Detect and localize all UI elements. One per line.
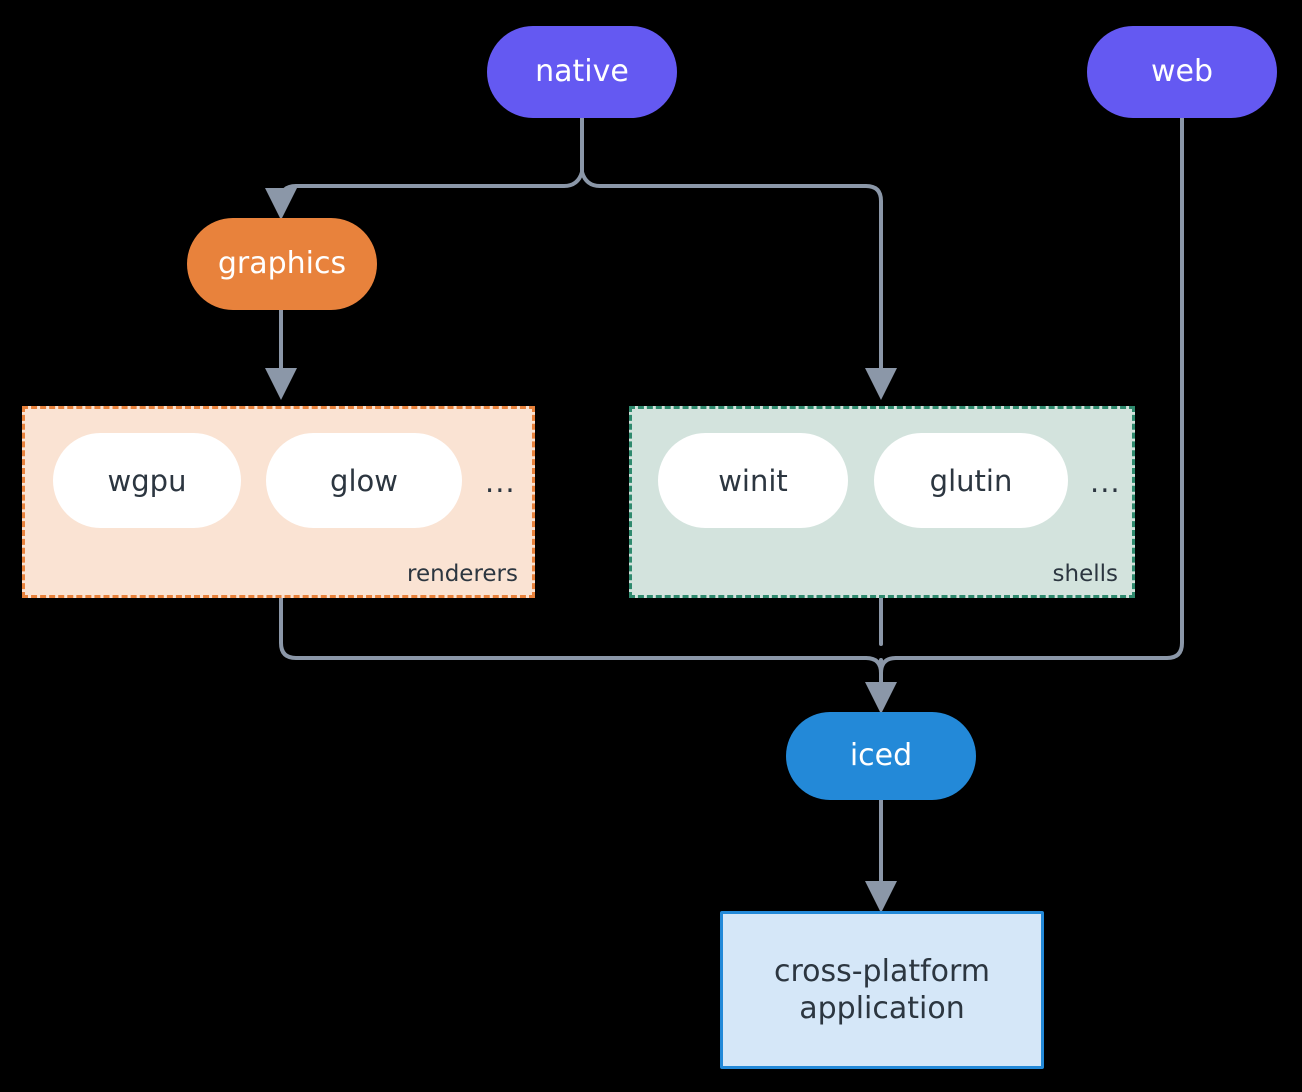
node-graphics[interactable]: graphics — [187, 218, 377, 310]
renderers-more-ellipsis: ... — [485, 465, 516, 499]
edge-merge-stem-left — [864, 656, 883, 708]
application-label-line2: application — [799, 991, 965, 1026]
edge-merge-stem-right — [879, 656, 898, 675]
node-application[interactable]: cross-platform application — [720, 911, 1044, 1069]
chip-glutin-label: glutin — [929, 463, 1013, 498]
node-native[interactable]: native — [487, 26, 677, 118]
edge-native-to-graphics — [265, 170, 584, 220]
group-shells-label: shells — [1052, 561, 1118, 587]
node-graphics-label: graphics — [217, 246, 347, 282]
shells-more-ellipsis: ... — [1090, 465, 1121, 499]
chip-glutin[interactable]: glutin — [874, 433, 1068, 528]
chip-winit-label: winit — [718, 463, 788, 498]
chip-wgpu-label: wgpu — [107, 463, 187, 498]
node-iced-label: iced — [849, 738, 913, 774]
chip-wgpu[interactable]: wgpu — [53, 433, 241, 528]
node-web-label: web — [1150, 54, 1214, 90]
chip-glow[interactable]: glow — [266, 433, 462, 528]
group-shells: winit glutin ... shells — [629, 406, 1135, 598]
edge-native-to-shells — [580, 170, 897, 400]
edge-renderers-to-iced — [279, 596, 868, 660]
group-renderers: wgpu glow ... renderers — [22, 406, 535, 598]
application-label-line1: cross-platform — [773, 953, 991, 989]
group-renderers-label: renderers — [407, 561, 518, 587]
node-native-label: native — [535, 54, 629, 90]
node-iced[interactable]: iced — [786, 712, 976, 800]
chip-winit[interactable]: winit — [658, 433, 848, 528]
chip-glow-label: glow — [330, 463, 398, 498]
node-web[interactable]: web — [1087, 26, 1277, 118]
